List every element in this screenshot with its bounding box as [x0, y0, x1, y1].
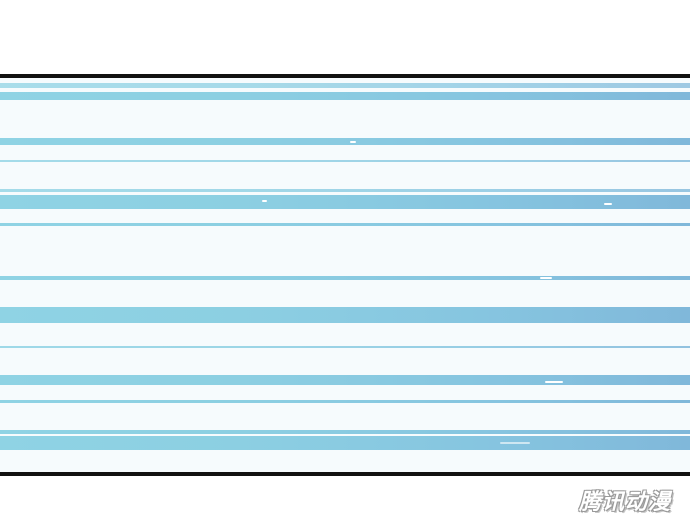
highlight-speck: [604, 203, 612, 205]
highlight-speck: [540, 277, 552, 279]
speed-line: [0, 160, 690, 162]
highlight-speck: [262, 200, 267, 202]
highlight-speck: [500, 442, 530, 444]
highlight-speck: [350, 141, 356, 143]
speed-line: [0, 138, 690, 145]
speed-line: [0, 195, 690, 209]
speed-line: [0, 223, 690, 226]
speed-line: [0, 276, 690, 280]
speed-line: [0, 346, 690, 348]
speed-line: [0, 436, 690, 450]
speed-line: [0, 83, 690, 88]
speed-line: [0, 430, 690, 434]
speed-line: [0, 92, 690, 100]
speed-line: [0, 400, 690, 403]
watermark-logo: 腾讯动漫: [570, 485, 680, 515]
speed-line: [0, 375, 690, 385]
speed-line: [0, 189, 690, 192]
watermark-text: 腾讯动漫: [578, 490, 671, 515]
highlight-speck: [545, 381, 563, 383]
speed-line: [0, 307, 690, 323]
comic-panel: [0, 74, 690, 476]
